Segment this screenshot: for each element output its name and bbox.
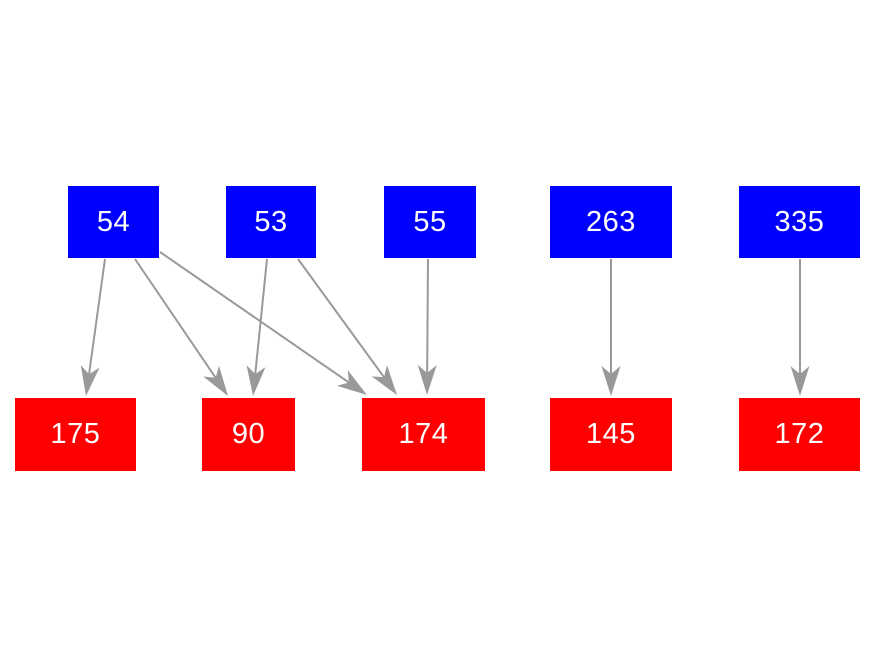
arrowhead-icon xyxy=(417,364,437,395)
node-335: 335 xyxy=(739,186,860,258)
arrowhead-icon xyxy=(203,365,228,396)
arrowhead-icon xyxy=(246,365,266,396)
edge-line xyxy=(426,258,429,374)
node-label: 145 xyxy=(586,418,636,450)
edge-54-174 xyxy=(159,251,367,395)
arrowhead-icon xyxy=(336,370,367,395)
node-label: 175 xyxy=(50,418,101,450)
edge-53-174 xyxy=(297,258,397,395)
node-55: 55 xyxy=(384,186,476,258)
edge-line xyxy=(159,251,350,384)
edge-line xyxy=(134,258,217,379)
edge-263-145 xyxy=(601,259,621,396)
node-label: 335 xyxy=(774,205,825,238)
node-label: 263 xyxy=(586,205,636,238)
node-label: 172 xyxy=(774,418,825,450)
node-174: 174 xyxy=(362,398,485,471)
node-172: 172 xyxy=(739,398,860,471)
arrowhead-icon xyxy=(601,366,621,396)
edge-line xyxy=(88,258,106,375)
arrowhead-icon xyxy=(80,364,100,396)
node-label: 174 xyxy=(398,418,449,450)
edge-54-90 xyxy=(134,258,228,396)
edge-53-90 xyxy=(246,258,268,396)
node-53: 53 xyxy=(226,186,316,258)
node-175: 175 xyxy=(15,398,136,471)
arrowhead-icon xyxy=(371,365,397,395)
node-54: 54 xyxy=(68,186,159,258)
edge-line xyxy=(254,258,268,375)
edge-line xyxy=(297,258,385,378)
node-label: 90 xyxy=(231,418,266,450)
node-90: 90 xyxy=(202,398,295,471)
node-145: 145 xyxy=(550,398,672,471)
node-label: 53 xyxy=(254,205,288,238)
node-label: 54 xyxy=(96,205,131,238)
node-label: 55 xyxy=(413,205,447,238)
edge-335-172 xyxy=(790,259,810,396)
edge-55-174 xyxy=(417,258,437,395)
arrowhead-icon xyxy=(790,366,810,396)
edge-54-175 xyxy=(80,258,106,396)
node-263: 263 xyxy=(550,186,672,258)
